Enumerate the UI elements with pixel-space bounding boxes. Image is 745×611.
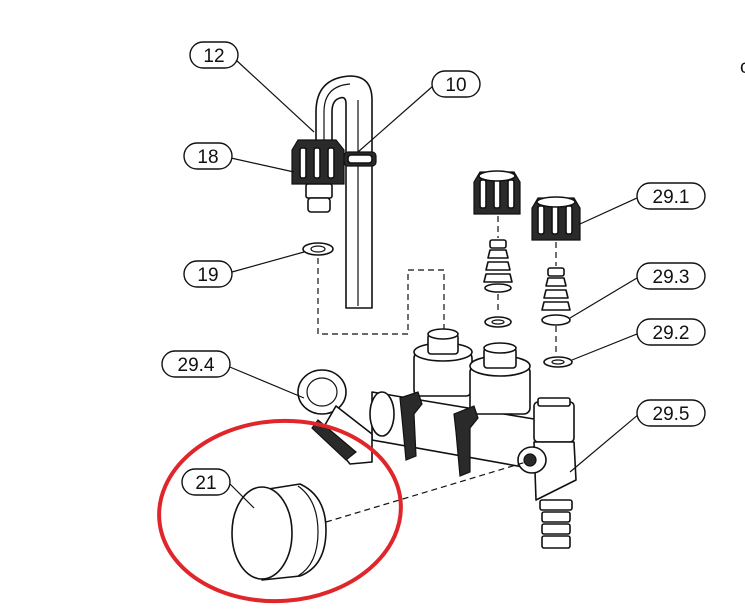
callout-21-label: 21 xyxy=(195,473,216,494)
tube-nut xyxy=(291,139,345,213)
callout-29-3: 29.3 xyxy=(636,262,706,290)
washer xyxy=(302,242,334,256)
leader-lines xyxy=(224,59,640,509)
barb-fitting-left xyxy=(483,239,513,293)
retaining-clip xyxy=(297,369,373,465)
callout-29-3-label: 29.3 xyxy=(653,267,690,288)
callout-29-1: 29.1 xyxy=(636,182,706,210)
callout-29-2: 29.2 xyxy=(636,318,706,346)
valve-nut-right xyxy=(531,196,581,241)
o-ring-left xyxy=(484,316,512,328)
barb-fitting-right xyxy=(541,267,571,326)
callout-19: 19 xyxy=(183,260,233,288)
callout-12-label: 12 xyxy=(203,46,224,67)
callout-29-5-label: 29.5 xyxy=(653,404,690,425)
edge-fragment: c xyxy=(740,57,745,78)
tube-clip xyxy=(343,151,377,167)
callout-29-2-label: 29.2 xyxy=(653,323,690,344)
o-ring-right xyxy=(543,356,573,368)
callout-29-4: 29.4 xyxy=(161,350,231,378)
callout-12: 12 xyxy=(189,41,239,69)
end-cap xyxy=(231,483,327,581)
callout-29-1-label: 29.1 xyxy=(653,187,690,208)
callout-29-5: 29.5 xyxy=(636,399,706,427)
callout-10: 10 xyxy=(431,70,481,98)
highlight-ellipse xyxy=(157,418,403,604)
callout-21: 21 xyxy=(181,468,231,496)
tube-assembly xyxy=(315,75,373,309)
callout-18-label: 18 xyxy=(197,147,218,168)
callout-10-label: 10 xyxy=(445,75,466,96)
callout-29-4-label: 29.4 xyxy=(178,355,215,376)
callout-19-label: 19 xyxy=(197,265,218,286)
callout-18: 18 xyxy=(183,142,233,170)
valve-nut-left xyxy=(473,170,521,215)
valve-manifold xyxy=(369,328,577,549)
